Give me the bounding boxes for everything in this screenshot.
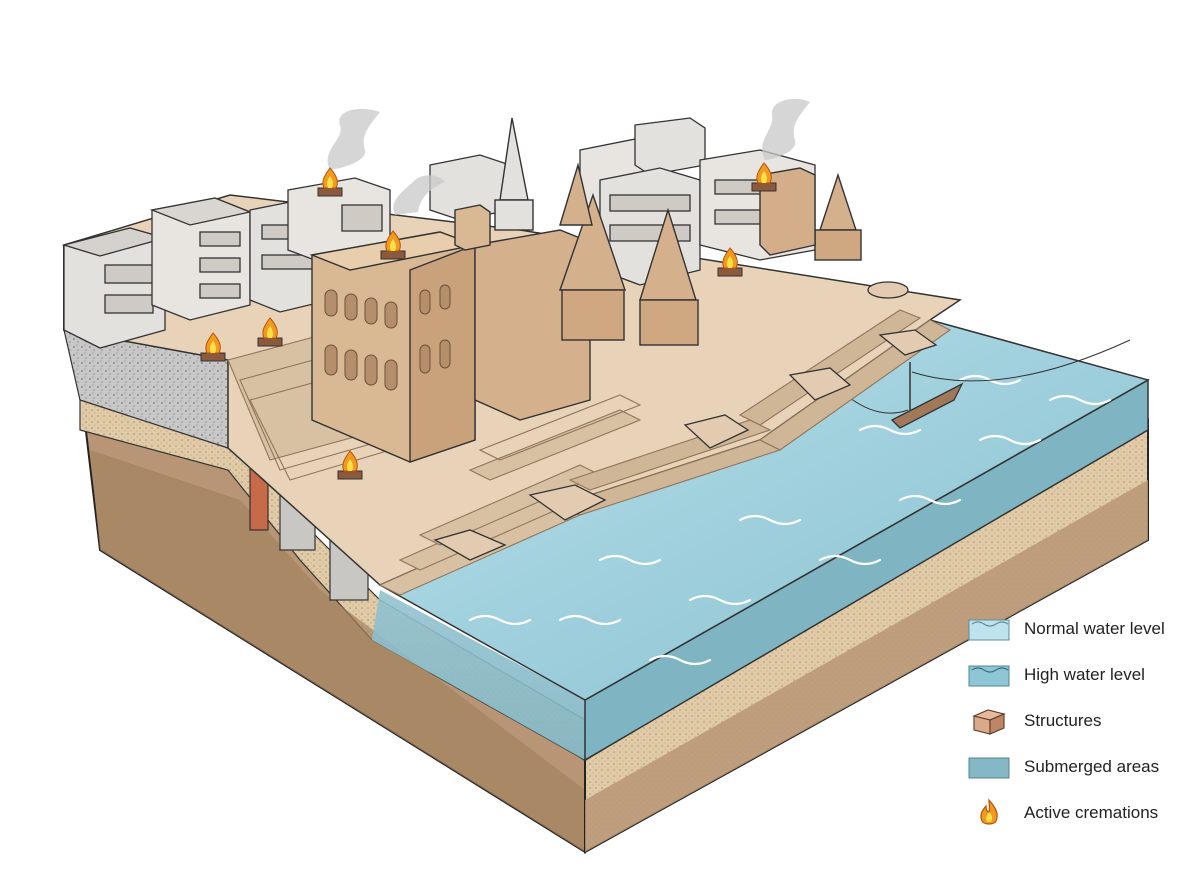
boat: [849, 339, 1131, 429]
fire-6: [751, 162, 777, 192]
building-left-1: [61, 227, 168, 349]
fire-1: [317, 167, 343, 197]
building-back-1: [287, 177, 391, 263]
palace-main: [309, 231, 478, 463]
river-cross-section: [372, 378, 1149, 854]
palace-annex: [454, 204, 591, 421]
lower-soil: [90, 450, 585, 852]
fire-7: [717, 247, 743, 277]
legend-label: Active cremations: [1024, 803, 1159, 822]
temple-spire-1: [494, 117, 534, 231]
temple-spire-2: [559, 192, 626, 341]
temple-spire-4: [559, 162, 593, 226]
river-soil: [585, 480, 1148, 852]
brick-block-icon: [968, 706, 1010, 736]
legend-label: Structures: [1024, 711, 1102, 730]
legend-label: Normal water level: [1024, 619, 1165, 638]
flame-icon: [968, 798, 1010, 828]
landings: [433, 281, 938, 561]
temple-spire-3: [639, 207, 699, 346]
water-waves: [468, 374, 1112, 666]
legend-item-high-water: High water level: [968, 652, 1188, 698]
smoke-plumes: [327, 98, 810, 215]
fire-2: [380, 230, 406, 260]
fire-3: [200, 332, 226, 362]
legend-item-structures: Structures: [968, 698, 1188, 744]
submerged-block-icon: [968, 752, 1010, 782]
cremation-fires: [200, 162, 777, 480]
fire-5: [337, 450, 363, 480]
building-left-2: [149, 197, 253, 321]
legend: Normal water level High water level Stru…: [968, 606, 1188, 836]
palace-arches: [324, 284, 451, 391]
water-wave-icon: [968, 614, 1010, 644]
fire-4: [257, 317, 283, 347]
legend-label: Submerged areas: [1024, 757, 1160, 776]
sandstone-structures: [309, 117, 862, 463]
legend-item-submerged: Submerged areas: [968, 744, 1188, 790]
temple-spire-5: [814, 172, 862, 261]
water-wave-icon: [968, 660, 1010, 690]
legend-item-normal-water: Normal water level: [968, 606, 1188, 652]
legend-item-cremations: Active cremations: [968, 790, 1188, 836]
legend-label: High water level: [1024, 665, 1145, 684]
